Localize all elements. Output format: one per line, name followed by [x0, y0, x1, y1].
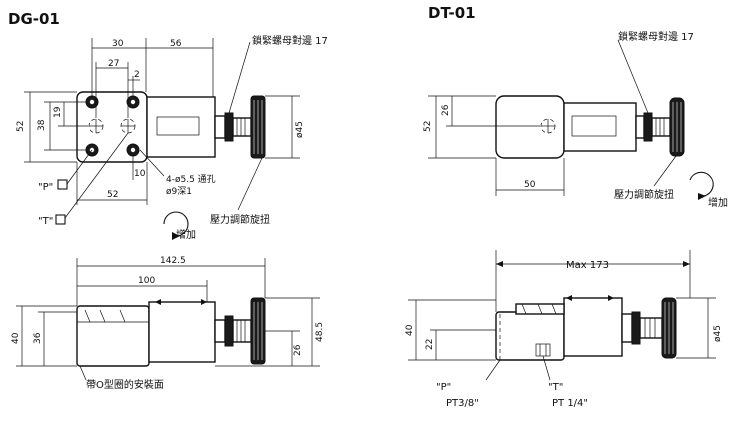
dg-dim-27: 27 [108, 59, 119, 69]
dg-holes-label-1: 4-ø5.5 通孔 [166, 174, 216, 185]
dg-dim-48: 48.5 [315, 322, 325, 342]
dg-dim-100: 100 [138, 276, 155, 286]
dg-dim-2: 2 [134, 70, 140, 80]
dg-top-thread [232, 117, 252, 137]
dt-knob-label: 壓力調節旋扭 [614, 188, 674, 201]
dg-side-thread [232, 319, 252, 343]
dt-side-thread [639, 317, 663, 339]
dt-side-body [495, 311, 565, 361]
dt-top-housing [563, 102, 637, 152]
dg-top-stem [214, 115, 226, 139]
dg-dim-52-left: 52 [16, 121, 26, 132]
dg-top-view: 30 56 27 2 52 38 19 10 52 [16, 34, 328, 241]
dg-dim-45: ø45 [295, 121, 305, 138]
dt-dim-40: 40 [405, 324, 415, 336]
dg-dim-26: 26 [293, 344, 303, 356]
dg-dim-10: 10 [134, 169, 146, 179]
dt-side-view: Max 173 40 22 ø45 "P" PT3/8" "T" PT 1/4" [405, 250, 723, 409]
dg-side-housing [148, 301, 216, 363]
dg-side-stem [214, 319, 226, 343]
dt-top-slot [571, 115, 617, 137]
dt-side-housing [563, 297, 623, 357]
dg-title: DG-01 [8, 10, 60, 28]
dg-side-body [76, 305, 150, 367]
dt-increase-label: 增加 [708, 196, 728, 209]
dg-increase-label: 增加 [176, 228, 196, 241]
dg-port-t-label: "T" [38, 216, 53, 227]
dt-dim-22: 22 [425, 339, 435, 350]
dg-port-p-marker [57, 179, 68, 190]
dt-port-p-thread: PT3/8" [446, 398, 479, 409]
dg-port-p-label: "P" [38, 182, 53, 193]
dg-holes-label-2: ø9深1 [166, 186, 192, 197]
dt-dim-52: 52 [423, 121, 433, 132]
dt-locknut-label: 鎖緊螺母對邊 17 [618, 30, 694, 43]
dg-port-t-marker [55, 214, 66, 225]
dg-dim-30: 30 [112, 39, 124, 49]
dg-top-locknut [224, 112, 234, 142]
dg-top-housing [146, 96, 216, 158]
dg-dim-142: 142.5 [160, 256, 186, 266]
dt-port-t-label: "T" [548, 382, 563, 393]
dt-rotate-arrow [689, 171, 714, 197]
dt-top-stem [635, 115, 645, 139]
dg-dim-40: 40 [11, 332, 21, 344]
dt-top-thread [651, 117, 671, 137]
dg-dim-36: 36 [33, 332, 43, 344]
dt-port-p-label: "P" [436, 382, 451, 393]
dg-oring-label: 帶O型圈的安裝面 [86, 378, 164, 391]
dt-dim-50: 50 [524, 180, 536, 190]
dt-rotate-arrowhead [698, 193, 706, 200]
dt-side-stem [621, 313, 633, 343]
dt-dim-26: 26 [441, 104, 451, 116]
dg-locknut-label: 鎖緊螺母對邊 17 [252, 34, 328, 47]
dg-dim-56: 56 [170, 39, 182, 49]
dt-top-body [495, 95, 565, 159]
dg-knob-label: 壓力調節旋扭 [210, 213, 270, 226]
dt-side-locknut [631, 311, 641, 345]
dg-dim-52-bottom: 52 [107, 190, 118, 200]
dg-rotate-arrowhead [172, 232, 180, 240]
dg-side-view: 142.5 100 40 36 26 48.5 帶O型圈的安裝面 [11, 256, 325, 391]
dg-rotate-arrow [163, 211, 189, 237]
dg-dim-19: 19 [53, 106, 63, 118]
dt-dim-max173: Max 173 [566, 260, 609, 271]
dg-top-slot [156, 116, 200, 136]
dt-top-locknut [643, 112, 653, 142]
dg-side-locknut [224, 315, 234, 347]
dt-title: DT-01 [428, 4, 476, 22]
dt-dim-45: ø45 [713, 325, 723, 342]
dg-dim-38: 38 [37, 119, 47, 131]
dt-top-view: 52 26 50 鎖緊螺母對邊 17 壓力調節旋扭 增加 [423, 30, 728, 209]
dt-port-t-thread: PT 1/4" [552, 398, 588, 409]
